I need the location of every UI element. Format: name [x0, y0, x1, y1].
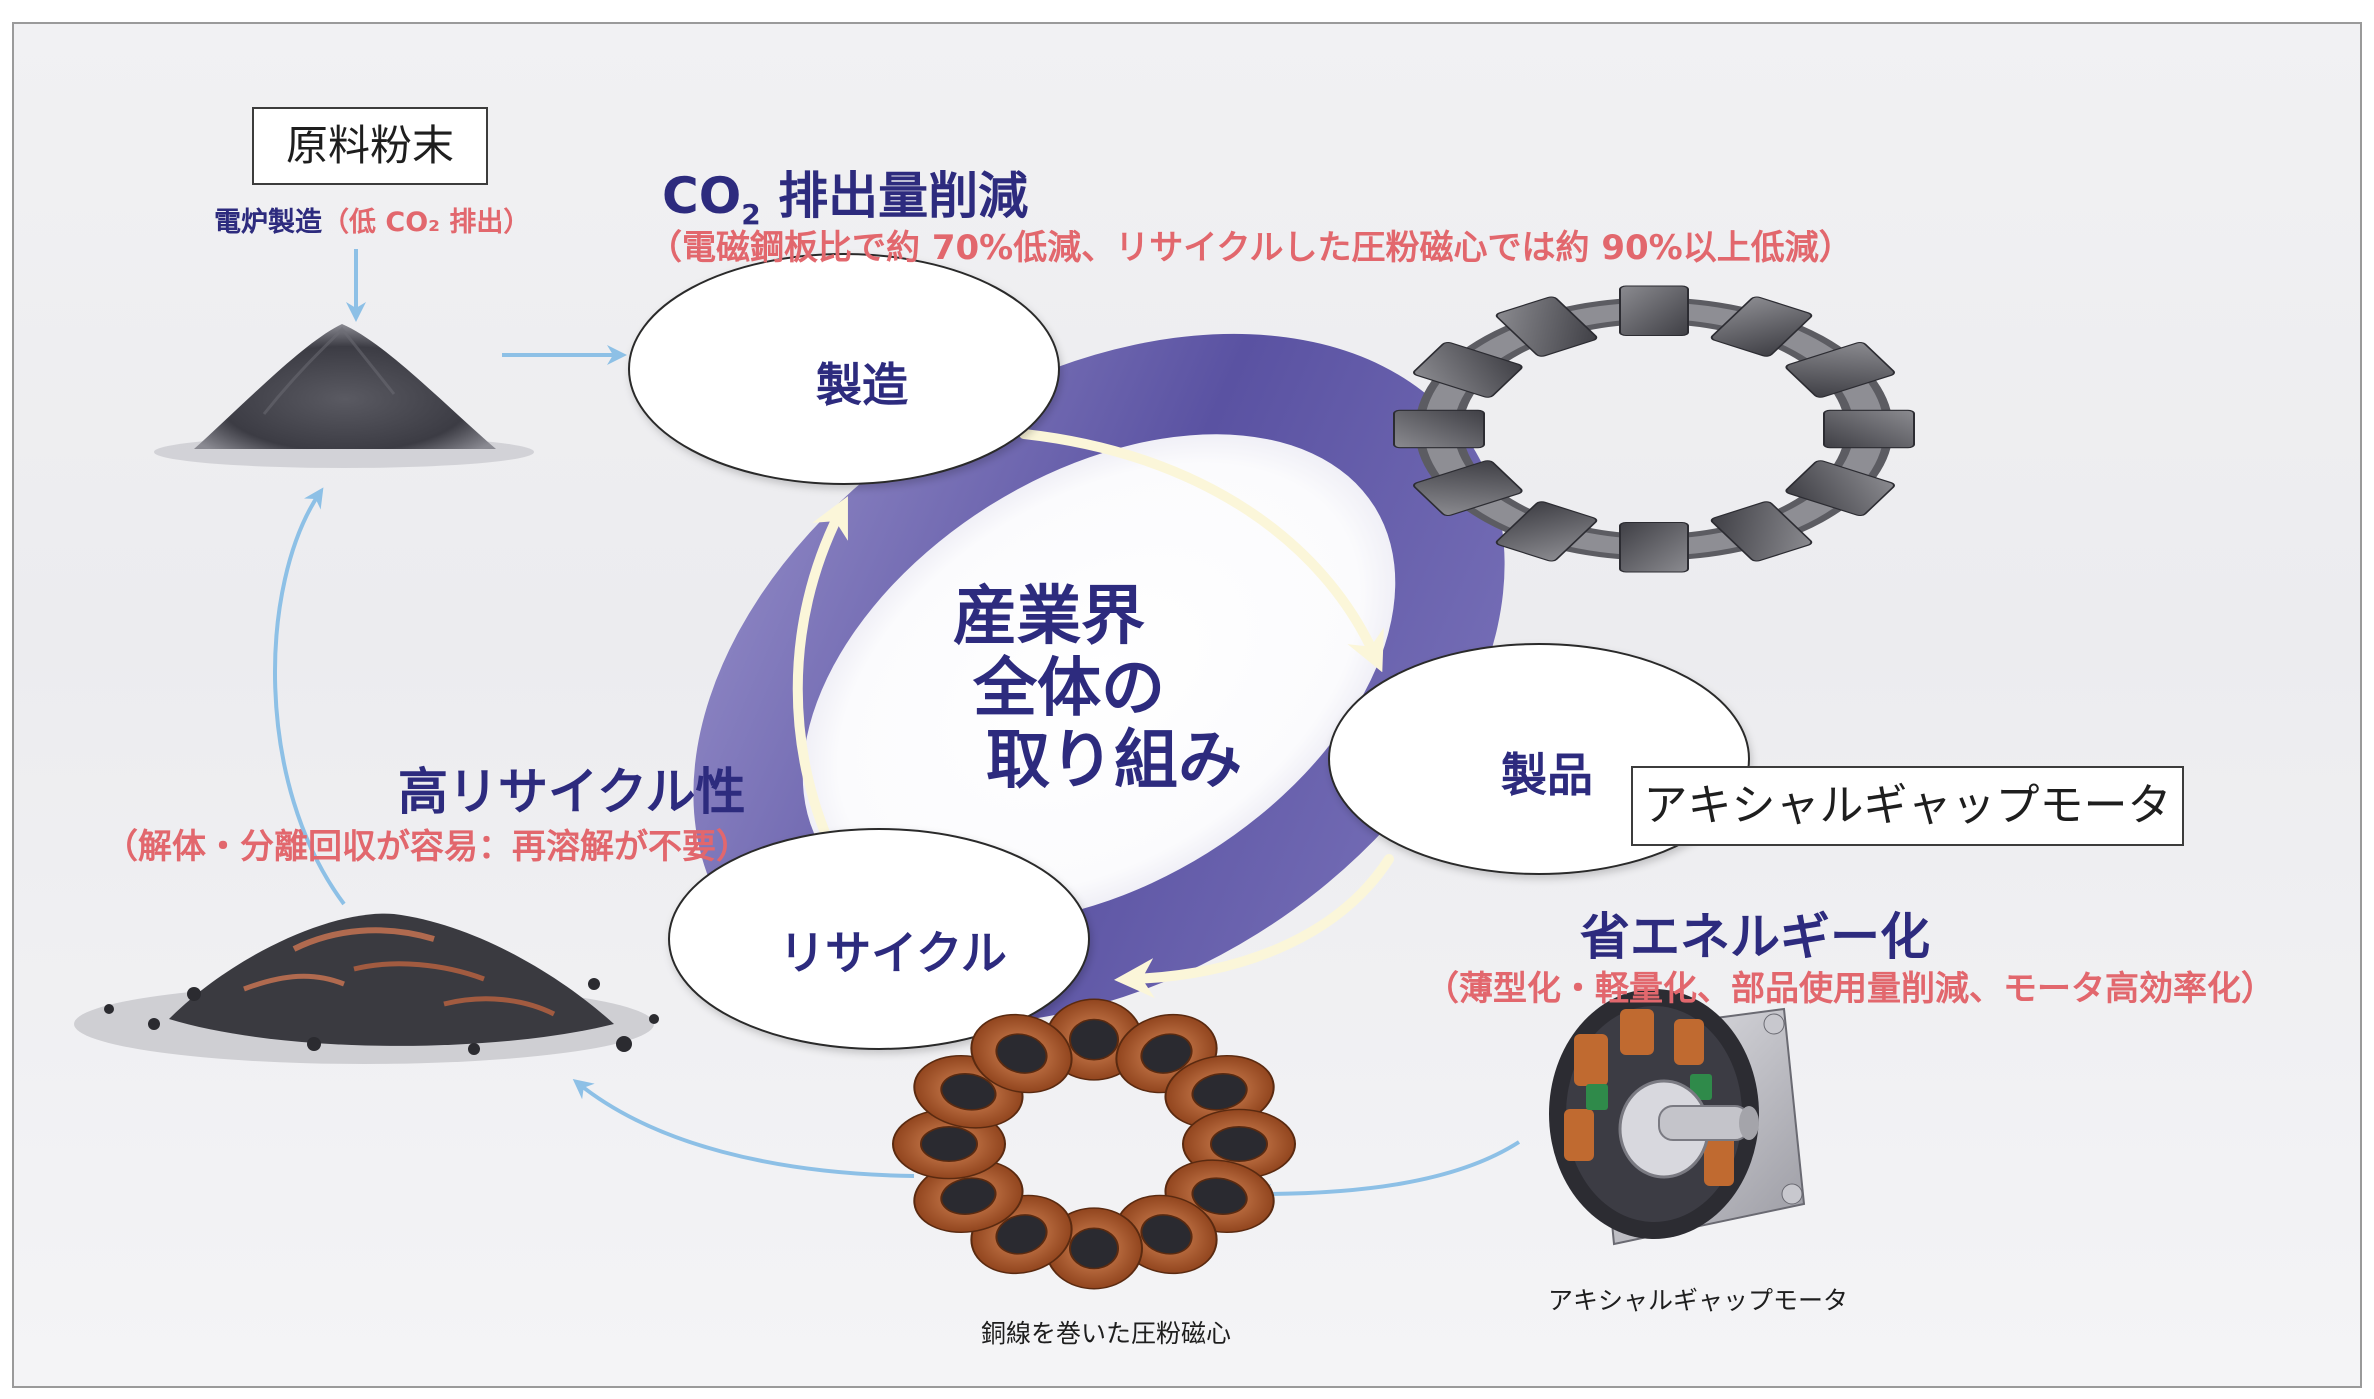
product-label: 製品: [1501, 748, 1593, 802]
cycle-diagram: [74, 249, 1915, 1290]
recyclability-detail: （解体・分離回収が容易：再溶解が不要）: [104, 827, 750, 867]
raw-powder-label: 原料粉末: [252, 107, 488, 185]
arrow-scrap-to-powder: [273, 487, 346, 906]
energy-saving-detail: （薄型化・軽量化、部品使用量削減、モータ高効率化）: [1425, 969, 2275, 1009]
center-text: 産業界 全体の 取り組み: [896, 581, 1242, 797]
recyclability-heading: 高リサイクル性: [398, 763, 746, 821]
axial-gap-motor-box-label: アキシャルギャップモータ: [1631, 766, 2184, 846]
scrap-pile-image: [74, 913, 659, 1064]
axial-gap-motor-image: [1549, 989, 1806, 1246]
co2-reduction-detail: （電磁鋼板比で約 70%低減、リサイクルした圧粉磁心では約 90%以上低減）: [648, 228, 1853, 268]
co2-heading-main: CO: [662, 167, 742, 225]
cycle-arrows: [792, 429, 1394, 999]
manufacture-ellipse: [628, 253, 1060, 485]
stator-core-image: [1393, 285, 1915, 573]
furnace-note: （低 CO₂ 排出）: [322, 207, 531, 238]
center-text-line-1: 産業界: [953, 580, 1145, 654]
diagram-frame: 原料粉末 電炉製造（低 CO₂ 排出） CO2 排出量削減 （電磁鋼板比で約 7…: [12, 22, 2362, 1388]
co2-reduction-heading: CO2 排出量削減: [662, 156, 1028, 231]
center-text-line-2: 全体の: [973, 652, 1165, 726]
recycle-ellipse: [668, 828, 1090, 1050]
powder-pile-image: [154, 324, 534, 468]
coil-core-caption: 銅線を巻いた圧粉磁心: [980, 1319, 1232, 1348]
recycle-label: リサイクル: [779, 926, 1007, 980]
motor-caption: アキシャルギャップモータ: [1547, 1286, 1849, 1315]
furnace-production-text: 電炉製造（低 CO₂ 排出）: [214, 200, 530, 239]
furnace-prefix: 電炉製造: [214, 207, 322, 238]
arrow-motor-to-coil: [1251, 1140, 1521, 1204]
cycle-arrow-manufacture-to-product: [1019, 429, 1384, 673]
co2-heading-subscript: 2: [741, 198, 761, 231]
cycle-arrow-product-to-recycle: [1114, 854, 1394, 999]
arrow-coil-to-scrap: [572, 1079, 915, 1178]
energy-saving-heading: 省エネルギー化: [1580, 908, 1930, 966]
manufacture-label: 製造: [816, 358, 908, 412]
co2-heading-rest: 排出量削減: [760, 167, 1029, 225]
center-text-line-3: 取り組み: [986, 724, 1242, 798]
flow-arrows: [273, 249, 1521, 1204]
copper-coil-core-image: [892, 998, 1296, 1290]
cycle-arrow-recycle-to-manufacture: [792, 496, 848, 869]
